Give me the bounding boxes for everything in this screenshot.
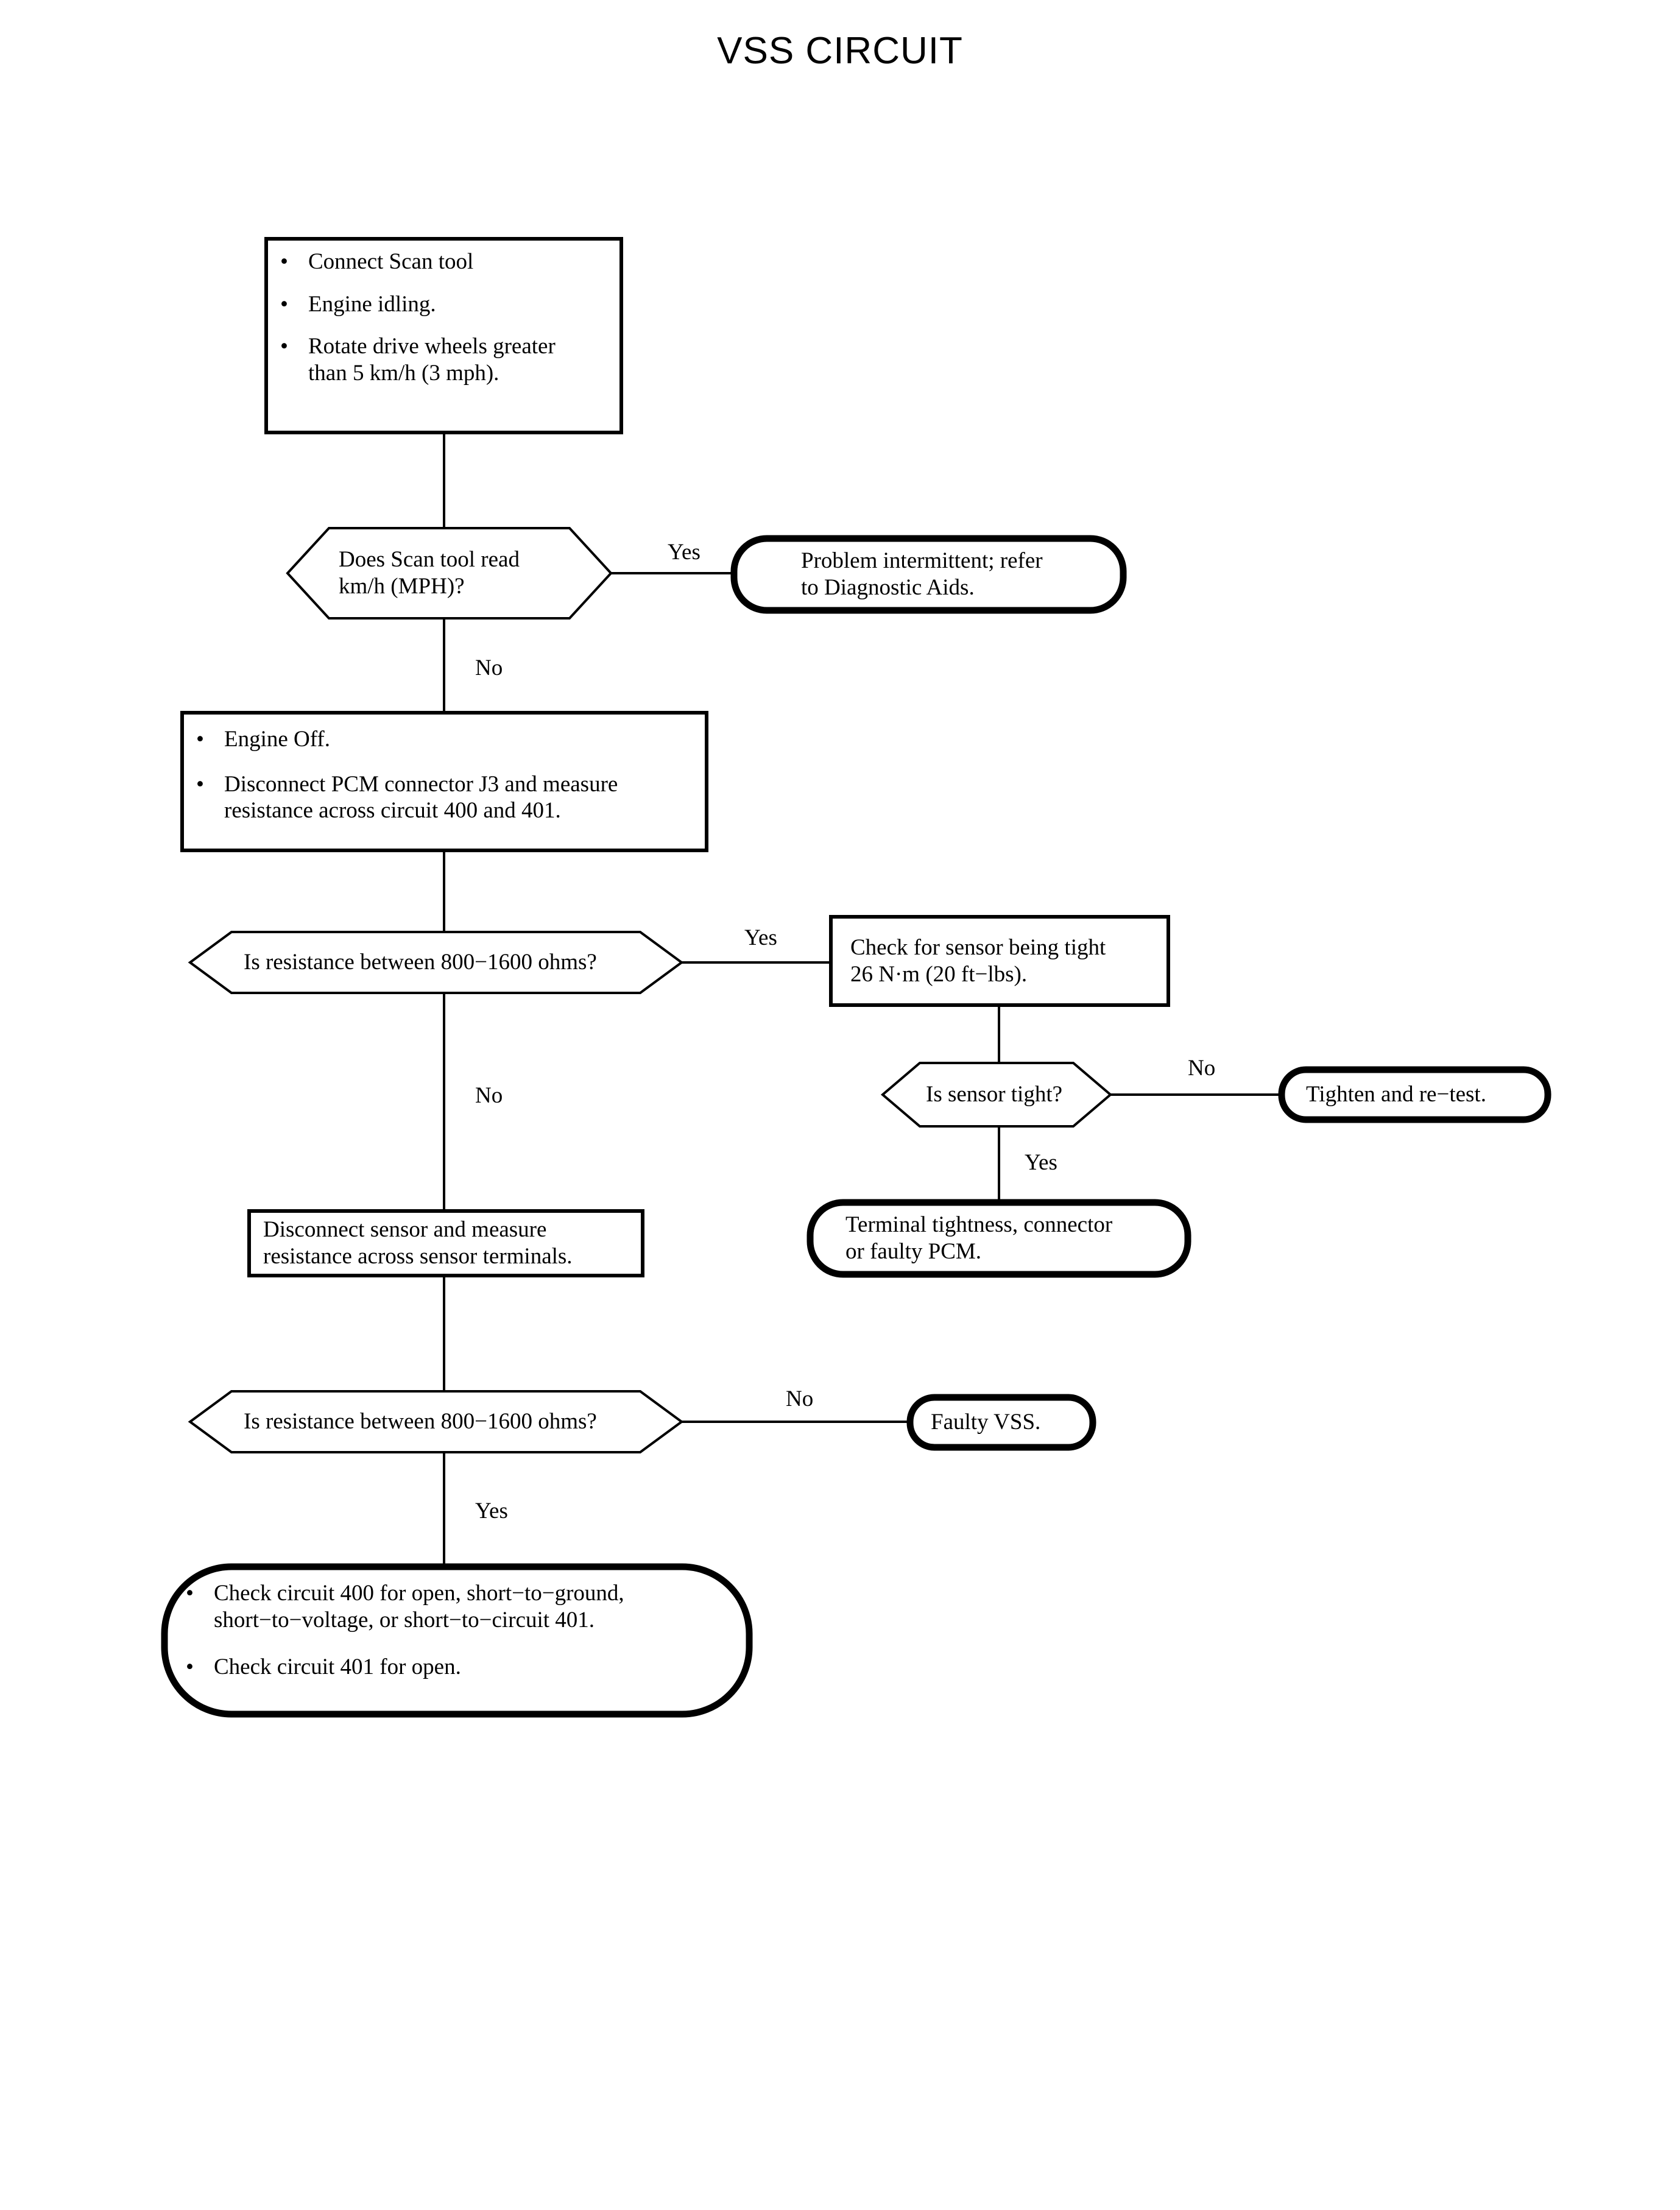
node-scan-reads-decision-label: Does Scan tool read km/h (MPH)?: [339, 547, 520, 599]
node-check-circuits-shape: [161, 1563, 753, 1718]
node-start-conditions-shape: [264, 237, 623, 434]
edge-label-scan-yes: Yes: [668, 540, 701, 565]
node-check-circuits-text: • Check circuit 400 for open, short−to−g…: [186, 1580, 734, 1681]
page-title: VSS CIRCUIT: [717, 30, 963, 72]
list-item-label: Engine Off.: [224, 727, 330, 752]
bullet-icon: •: [186, 1654, 194, 1680]
node-disconnect-sensor-shape: [247, 1209, 644, 1277]
bullet-icon: •: [196, 771, 204, 797]
node-problem-intermittent-label: Problem intermittent; refer to Diagnosti…: [801, 548, 1043, 600]
node-check-sensor-tight-shape: [829, 915, 1170, 1007]
edge-label-scan-no: No: [475, 655, 503, 680]
edge-label-resistance2-yes: Yes: [475, 1499, 508, 1523]
node-resistance2-decision-label: Is resistance between 800−1600 ohms?: [244, 1409, 597, 1435]
list-item: • Engine Off.: [196, 726, 696, 753]
list-item: • Disconnect PCM connector J3 and measur…: [196, 771, 696, 824]
list-item-label: Check circuit 400 for open, short−to−gro…: [214, 1581, 624, 1633]
list-item-label: Engine idling.: [308, 291, 436, 317]
edge-label-sensor-tight-no: No: [1188, 1056, 1216, 1081]
node-faulty-vss-label: Faulty VSS.: [931, 1410, 1041, 1435]
node-tighten-retest-shape: [1278, 1066, 1551, 1123]
list-item: • Check circuit 401 for open.: [186, 1654, 734, 1681]
node-problem-intermittent-shape: [730, 535, 1127, 614]
node-sensor-tight-decision-shape: [880, 1062, 1113, 1128]
edge-label-resistance1-no: No: [475, 1083, 503, 1108]
node-resistance1-decision-label: Is resistance between 800−1600 ohms?: [244, 950, 597, 975]
bullet-icon: •: [196, 727, 204, 752]
bullet-icon: •: [280, 249, 288, 274]
list-item: • Rotate drive wheels greater than 5 km/…: [280, 333, 612, 386]
edge-label-resistance1-yes: Yes: [744, 925, 777, 950]
node-engine-off-text: • Engine Off. • Disconnect PCM connector…: [196, 726, 696, 824]
node-terminal-tightness-shape: [806, 1199, 1191, 1278]
list-item: • Check circuit 400 for open, short−to−g…: [186, 1580, 734, 1633]
node-tighten-retest-label: Tighten and re−test.: [1306, 1082, 1486, 1107]
list-item-label: Disconnect PCM connector J3 and measure …: [224, 771, 618, 824]
list-item: • Connect Scan tool: [280, 249, 612, 275]
node-faulty-vss-shape: [906, 1394, 1096, 1451]
bullet-icon: •: [186, 1581, 194, 1606]
connectors: [443, 434, 1280, 1566]
node-sensor-tight-decision-label: Is sensor tight?: [926, 1082, 1063, 1107]
edge-label-sensor-tight-yes: Yes: [1025, 1150, 1057, 1175]
list-item-label: Rotate drive wheels greater than 5 km/h …: [308, 334, 556, 386]
list-item-label: Check circuit 401 for open.: [214, 1654, 461, 1680]
node-check-sensor-tight-label: Check for sensor being tight 26 N·m (20 …: [850, 934, 1106, 987]
list-item: • Engine idling.: [280, 291, 612, 318]
list-item-label: Connect Scan tool: [308, 249, 474, 274]
bullet-icon: •: [280, 291, 288, 317]
node-engine-off-shape: [180, 711, 708, 852]
node-start-conditions-text: • Connect Scan tool • Engine idling. • R…: [280, 249, 612, 387]
bullet-icon: •: [280, 334, 288, 359]
node-resistance2-decision-shape: [188, 1390, 684, 1453]
edge-label-resistance2-no: No: [786, 1386, 814, 1411]
node-disconnect-sensor-label: Disconnect sensor and measure resistance…: [263, 1217, 573, 1269]
node-scan-reads-decision-shape: [286, 527, 613, 620]
node-terminal-tightness-label: Terminal tightness, connector or faulty …: [845, 1212, 1113, 1264]
node-resistance1-decision-shape: [188, 931, 684, 994]
